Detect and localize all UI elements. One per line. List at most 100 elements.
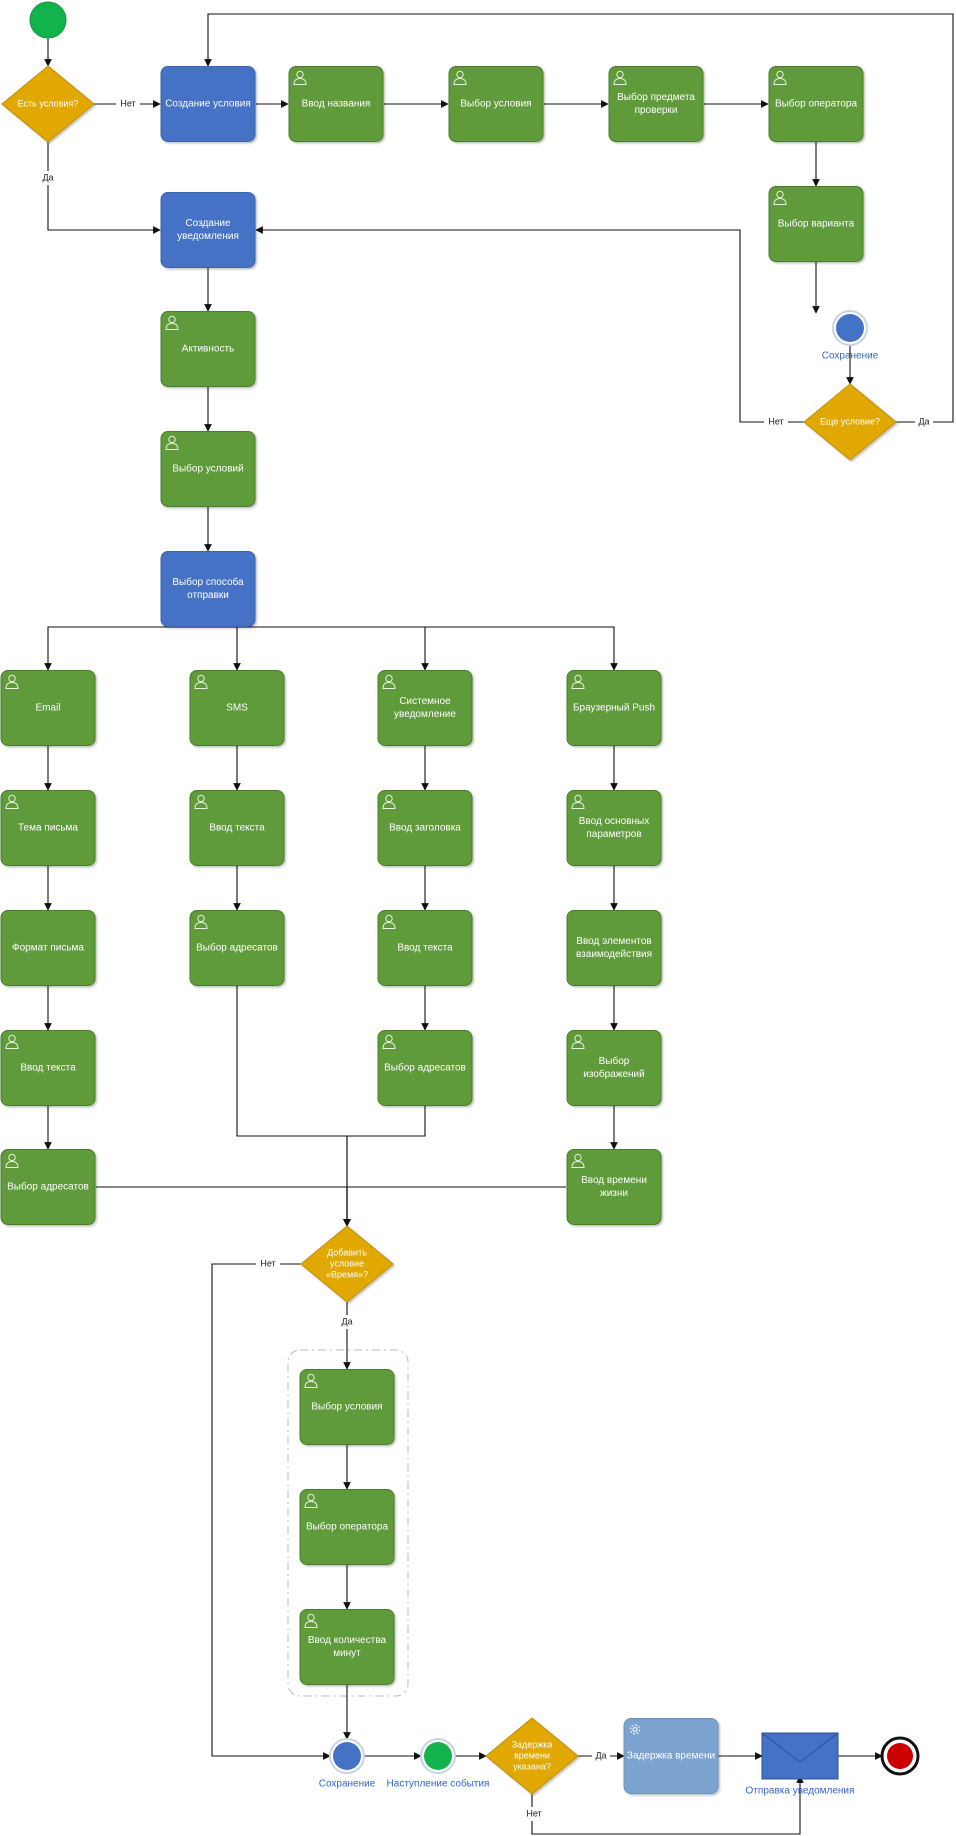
task-box[interactable] bbox=[768, 66, 864, 142]
node-g-conditions[interactable]: Есть условия? bbox=[1, 65, 95, 143]
task-box[interactable] bbox=[160, 551, 256, 627]
node-start[interactable] bbox=[29, 1, 67, 39]
task-box[interactable] bbox=[160, 192, 256, 268]
task-label: Выбор адресатов bbox=[384, 1062, 466, 1074]
node-t-operator[interactable]: Выбор оператора bbox=[299, 1489, 395, 1565]
task-box[interactable] bbox=[377, 910, 473, 986]
task-label: Выбор условий bbox=[172, 463, 243, 475]
node-sms-text[interactable]: Ввод текста bbox=[189, 790, 285, 866]
node-create-condition[interactable]: Создание условия bbox=[160, 66, 256, 142]
task-label: Ввод основных bbox=[579, 816, 650, 827]
task-box[interactable] bbox=[566, 1149, 662, 1225]
node-sys-text[interactable]: Ввод текста bbox=[377, 910, 473, 986]
gateway-label: Есть условия? bbox=[18, 98, 79, 108]
task-box[interactable] bbox=[448, 66, 544, 142]
node-delay-task[interactable]: Задержка времени bbox=[623, 1718, 719, 1794]
task-box[interactable] bbox=[160, 311, 256, 387]
user-icon bbox=[382, 1034, 396, 1049]
task-box[interactable] bbox=[160, 431, 256, 507]
event-label: Наступление события bbox=[387, 1778, 490, 1790]
task-box[interactable] bbox=[299, 1609, 395, 1685]
node-sms[interactable]: SMS bbox=[189, 670, 285, 746]
node-email-text[interactable]: Ввод текста bbox=[0, 1030, 96, 1106]
task-box[interactable] bbox=[0, 910, 96, 986]
node-email-recipients[interactable]: Выбор адресатов bbox=[0, 1149, 96, 1225]
task-box[interactable] bbox=[566, 790, 662, 866]
user-icon bbox=[165, 315, 179, 330]
node-email[interactable]: Email bbox=[0, 670, 96, 746]
task-box[interactable] bbox=[377, 670, 473, 746]
task-box[interactable] bbox=[566, 670, 662, 746]
message-label: Отправка уведомления bbox=[746, 1786, 855, 1797]
gateway-diamond[interactable] bbox=[485, 1717, 579, 1795]
gateway-diamond[interactable] bbox=[803, 383, 897, 461]
node-enter-name[interactable]: Ввод названия bbox=[288, 66, 384, 142]
end-event-circle[interactable] bbox=[887, 1743, 913, 1769]
task-box[interactable] bbox=[299, 1369, 395, 1445]
task-box[interactable] bbox=[377, 790, 473, 866]
event-circle[interactable] bbox=[333, 1742, 361, 1770]
gateway-diamond[interactable] bbox=[300, 1225, 394, 1303]
node-end[interactable] bbox=[880, 1736, 920, 1776]
node-save1[interactable]: Сохранение bbox=[822, 310, 879, 362]
task-box[interactable] bbox=[0, 1030, 96, 1106]
node-choose-conditions[interactable]: Выбор условий bbox=[160, 431, 256, 507]
gateway-label: времени bbox=[514, 1750, 550, 1760]
task-box[interactable] bbox=[566, 910, 662, 986]
task-box[interactable] bbox=[377, 1030, 473, 1106]
node-sms-recipients[interactable]: Выбор адресатов bbox=[189, 910, 285, 986]
event-circle[interactable] bbox=[424, 1742, 452, 1770]
gateway-diamond[interactable] bbox=[1, 65, 95, 143]
task-label: Выбор адресатов bbox=[7, 1181, 89, 1193]
node-email-subject[interactable]: Тема письма bbox=[0, 790, 96, 866]
task-label: жизни bbox=[600, 1188, 628, 1199]
task-box[interactable] bbox=[623, 1718, 719, 1794]
node-email-format[interactable]: Формат письма bbox=[0, 910, 96, 986]
node-choose-operator[interactable]: Выбор оператора bbox=[768, 66, 864, 142]
node-event-occur[interactable]: Наступление события bbox=[387, 1738, 490, 1790]
connector-g-more-to-create-notification bbox=[255, 226, 804, 423]
node-sys-title[interactable]: Ввод заголовка bbox=[377, 790, 473, 866]
node-t-condition[interactable]: Выбор условия bbox=[299, 1369, 395, 1445]
task-box[interactable] bbox=[288, 66, 384, 142]
task-box[interactable] bbox=[0, 1149, 96, 1225]
task-box[interactable] bbox=[160, 66, 256, 142]
task-box[interactable] bbox=[0, 670, 96, 746]
node-browser-push[interactable]: Браузерный Push bbox=[566, 670, 662, 746]
node-send-notif[interactable]: Отправка уведомления bbox=[746, 1732, 855, 1797]
node-g-more[interactable]: Еще условие? bbox=[803, 383, 897, 461]
task-box[interactable] bbox=[189, 910, 285, 986]
envelope-icon[interactable] bbox=[761, 1732, 839, 1780]
task-box[interactable] bbox=[0, 790, 96, 866]
node-sys-recipients[interactable]: Выбор адресатов bbox=[377, 1030, 473, 1106]
task-box[interactable] bbox=[189, 670, 285, 746]
task-label: Задержка времени bbox=[627, 1751, 715, 1762]
task-box[interactable] bbox=[608, 66, 704, 142]
node-choose-condition[interactable]: Выбор условия bbox=[448, 66, 544, 142]
gear-icon bbox=[629, 1724, 641, 1735]
user-icon bbox=[382, 794, 396, 809]
event-circle[interactable] bbox=[836, 314, 864, 342]
node-activity[interactable]: Активность bbox=[160, 311, 256, 387]
task-box[interactable] bbox=[189, 790, 285, 866]
task-label: изображений bbox=[583, 1068, 644, 1080]
task-box[interactable] bbox=[299, 1489, 395, 1565]
task-box[interactable] bbox=[768, 186, 864, 262]
task-label: Ввод заголовка bbox=[389, 823, 461, 834]
task-box[interactable] bbox=[566, 1030, 662, 1106]
start-event-circle[interactable] bbox=[29, 1, 67, 39]
node-choose-variant[interactable]: Выбор варианта bbox=[768, 186, 864, 262]
node-save2[interactable]: Сохранение bbox=[319, 1738, 376, 1790]
